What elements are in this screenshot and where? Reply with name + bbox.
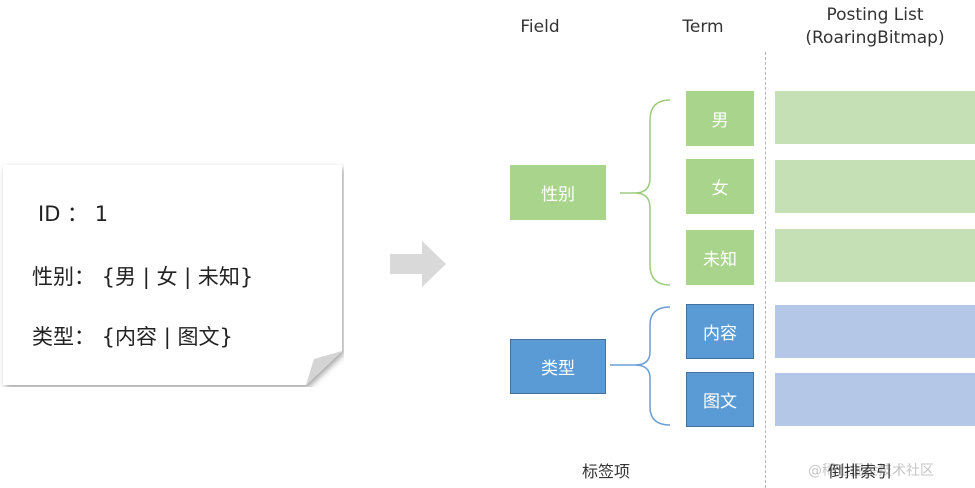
document-id-line: ID ： 1 — [38, 202, 109, 226]
posting-bar-unknown — [775, 229, 975, 282]
document-card: ID ： 1 性别： {男 | 女 | 未知} 类型： {内容 | 图文} — [0, 163, 344, 387]
right-arrow-icon — [390, 241, 446, 287]
term-content-box: 内容 — [686, 304, 754, 359]
document-type-line: 类型： {内容 | 图文} — [32, 325, 233, 349]
term-unknown-box: 未知 — [686, 230, 754, 285]
term-header: Term — [682, 17, 724, 37]
tag-items-label: 标签项 — [582, 462, 631, 481]
term-male-box: 男 — [686, 91, 754, 146]
term-graphic-box: 图文 — [686, 372, 754, 427]
document-card-shape — [3, 165, 342, 385]
brackets — [610, 99, 671, 426]
posting-bar-graphic — [775, 373, 975, 426]
field-gender-box: 性别 — [510, 165, 606, 220]
posting-list-subheader: (RoaringBitmap) — [805, 28, 945, 48]
inverted-index-label: 倒排索引 — [828, 462, 893, 481]
dashed-divider — [765, 52, 766, 488]
watermark: @稀土掘金技术社区 — [808, 463, 934, 479]
type-bracket — [634, 306, 671, 426]
field-type-box: 类型 — [510, 339, 606, 394]
field-header: Field — [520, 17, 560, 37]
posting-bar-female — [775, 160, 975, 213]
document-gender-line: 性别： {男 | 女 | 未知} — [32, 265, 254, 289]
gender-bracket — [634, 99, 671, 286]
posting-bar-content — [775, 305, 975, 358]
term-female-box: 女 — [686, 159, 754, 214]
posting-bar-male — [775, 91, 975, 144]
posting-list-header: Posting List — [826, 5, 924, 25]
